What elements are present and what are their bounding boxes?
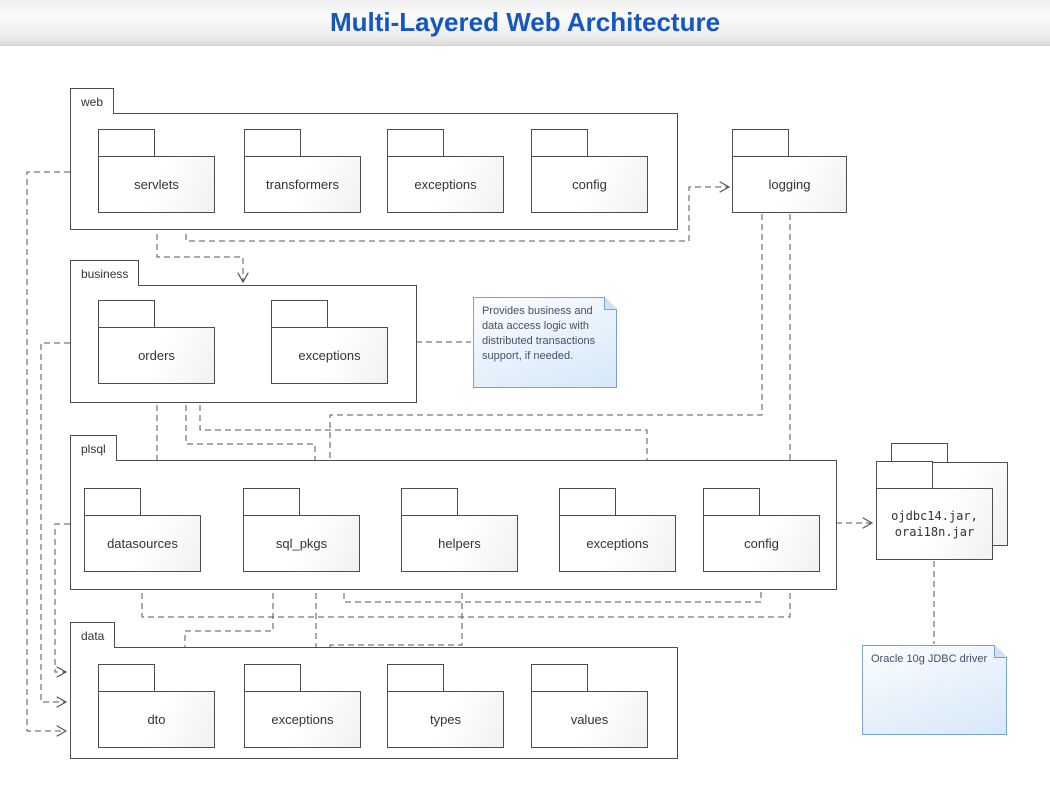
package-exceptions[interactable]: exceptions <box>387 129 504 213</box>
package-datasources[interactable]: datasources <box>84 488 201 572</box>
connector-web-to-data <box>26 171 70 737</box>
package-body: servlets <box>98 156 215 213</box>
package-label: config <box>572 177 607 192</box>
package-tab <box>244 129 301 157</box>
package-orders[interactable]: orders <box>98 300 215 384</box>
layer-tab-plsql: plsql <box>70 435 117 461</box>
package-tab <box>891 443 948 463</box>
jar-filenames-label: ojdbc14.jar, orai18n.jar <box>891 508 978 540</box>
package-body: values <box>531 691 648 748</box>
package-transformers[interactable]: transformers <box>244 129 361 213</box>
package-label: exceptions <box>414 177 477 192</box>
package-sql_pkgs[interactable]: sql_pkgs <box>243 488 360 572</box>
layer-tab-web: web <box>70 88 115 114</box>
package-label: sql_pkgs <box>275 536 328 551</box>
business-note[interactable]: Provides business and data access logic … <box>473 297 617 388</box>
package-tab <box>531 664 588 692</box>
package-label: logging <box>768 177 811 192</box>
package-values[interactable]: values <box>531 664 648 748</box>
package-label: helpers <box>438 536 481 551</box>
jar-filename-line: ojdbc14.jar, <box>891 509 978 523</box>
connector-business-to-data <box>40 342 70 708</box>
package-label: dto <box>147 712 166 727</box>
package-tab <box>401 488 458 516</box>
package-types[interactable]: types <box>387 664 504 748</box>
package-jdbc-jars[interactable]: ojdbc14.jar, orai18n.jar <box>876 461 993 560</box>
package-servlets[interactable]: servlets <box>98 129 215 213</box>
note-folded-corner-icon <box>994 645 1007 658</box>
package-body: config <box>703 515 820 572</box>
package-body: orders <box>98 327 215 384</box>
package-label: servlets <box>134 177 179 192</box>
page-header: Multi-Layered Web Architecture <box>0 0 1050 46</box>
package-label: exceptions <box>298 348 361 363</box>
note-text: Oracle 10g JDBC driver <box>871 653 988 665</box>
package-tab <box>876 461 933 489</box>
package-body: exceptions <box>559 515 676 572</box>
page-title: Multi-Layered Web Architecture <box>329 7 721 37</box>
package-tab <box>243 488 300 516</box>
package-label: orders <box>138 348 175 363</box>
package-label: datasources <box>107 536 178 551</box>
jar-filename-line: orai18n.jar <box>894 525 975 539</box>
package-config[interactable]: config <box>531 129 648 213</box>
package-dto[interactable]: dto <box>98 664 215 748</box>
package-body: logging <box>732 156 847 213</box>
package-tab <box>732 129 789 157</box>
package-logging[interactable]: logging <box>732 129 847 213</box>
package-tab <box>271 300 328 328</box>
package-tab <box>84 488 141 516</box>
package-label: exceptions <box>586 536 649 551</box>
jdbc-note[interactable]: Oracle 10g JDBC driver <box>862 645 1007 735</box>
layer-tab-data: data <box>70 622 116 648</box>
package-tab <box>387 664 444 692</box>
package-label: transformers <box>266 177 339 192</box>
package-body: config <box>531 156 648 213</box>
package-label: types <box>429 712 462 727</box>
package-tab <box>244 664 301 692</box>
package-helpers[interactable]: helpers <box>401 488 518 572</box>
note-folded-corner-icon <box>604 297 617 310</box>
package-exceptions[interactable]: exceptions <box>244 664 361 748</box>
package-body: exceptions <box>387 156 504 213</box>
package-tab <box>559 488 616 516</box>
package-body: types <box>387 691 504 748</box>
package-label: config <box>744 536 779 551</box>
package-body: datasources <box>84 515 201 572</box>
layer-tab-business: business <box>70 260 140 286</box>
package-exceptions[interactable]: exceptions <box>559 488 676 572</box>
package-tab <box>98 300 155 328</box>
connector-plsql-to-data <box>54 523 70 678</box>
package-body: transformers <box>244 156 361 213</box>
package-body: ojdbc14.jar, orai18n.jar <box>876 488 993 560</box>
package-label: exceptions <box>271 712 334 727</box>
package-tab <box>98 664 155 692</box>
package-body: helpers <box>401 515 518 572</box>
package-label: values <box>570 712 609 727</box>
package-body: sql_pkgs <box>243 515 360 572</box>
package-tab <box>531 129 588 157</box>
package-tab <box>98 129 155 157</box>
package-exceptions[interactable]: exceptions <box>271 300 388 384</box>
note-text: Provides business and data access logic … <box>482 305 596 362</box>
package-config[interactable]: config <box>703 488 820 572</box>
package-body: dto <box>98 691 215 748</box>
package-tab <box>703 488 760 516</box>
package-body: exceptions <box>244 691 361 748</box>
package-body: exceptions <box>271 327 388 384</box>
package-tab <box>387 129 444 157</box>
